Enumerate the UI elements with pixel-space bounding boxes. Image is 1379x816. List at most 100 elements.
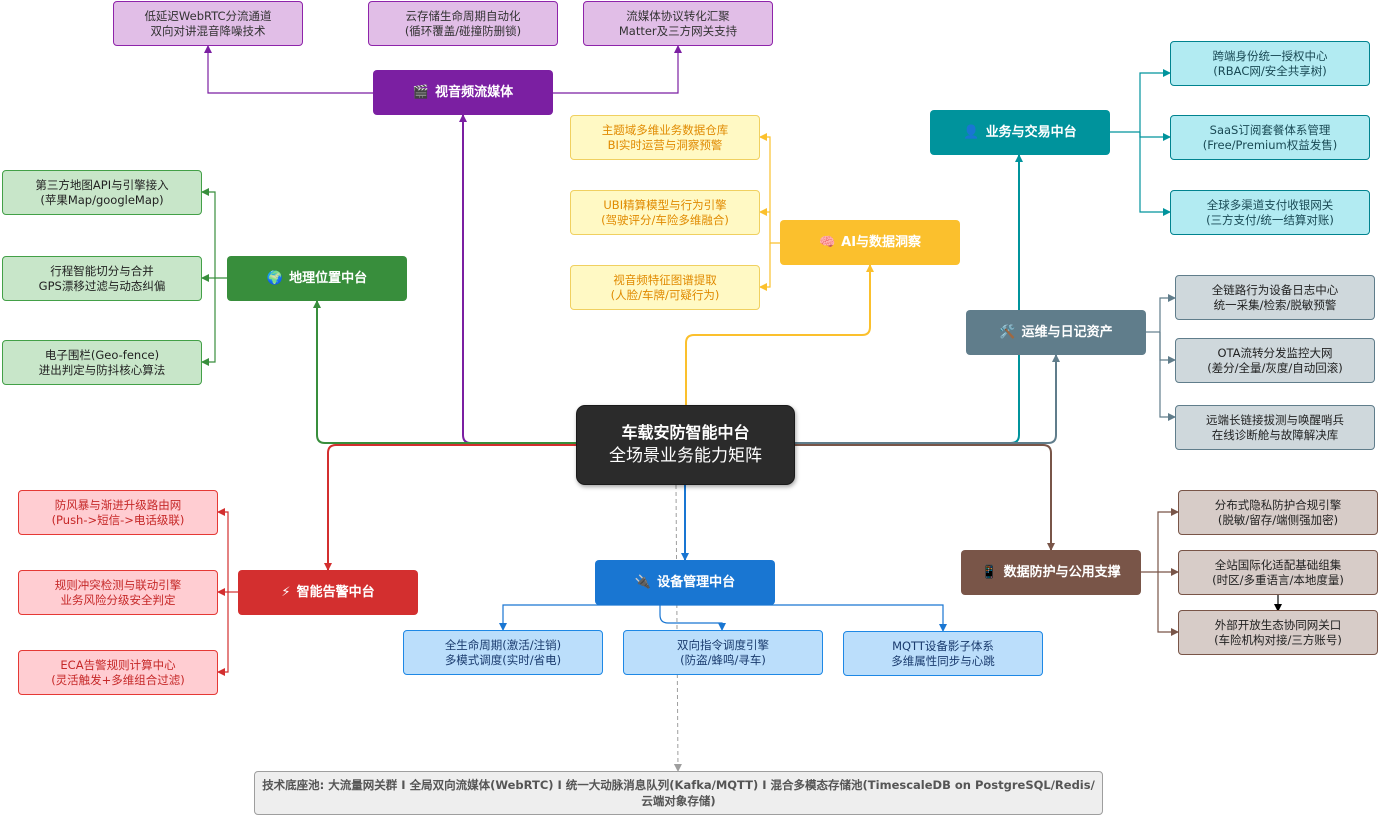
leaf-line: 全生命周期(激活/注销) <box>444 637 562 652</box>
leaf-line: MQTT设备影子体系 <box>892 638 994 653</box>
leaf-line: 主题域多维业务数据仓库 <box>601 122 729 137</box>
leaf-line: 规则冲突检测与联动引擎 <box>54 577 182 592</box>
clapperboard-icon: 🎬 <box>412 85 430 100</box>
edge-ops-leaf-1 <box>1159 294 1176 332</box>
leaf-media-cloud-storage[interactable]: 云存储生命周期自动化(循环覆盖/碰撞防删锁) <box>368 1 558 46</box>
leaf-protect-privacy[interactable]: 分布式隐私防护合规引擎(脱敏/留存/端侧强加密) <box>1178 490 1378 535</box>
edge-device-leaf-1 <box>499 604 660 631</box>
leaf-alarm-routing[interactable]: 防风暴与渐进升级路由网(Push->短信->电话级联) <box>18 490 218 535</box>
leaf-alarm-eca[interactable]: ECA告警规则计算中心(灵活触发+多维组合过滤) <box>18 650 218 695</box>
leaf-line: (差分/全量/灰度/自动回滚) <box>1207 360 1343 375</box>
leaf-line: UBI精算模型与行为引擎 <box>603 197 727 212</box>
leaf-line: 低延迟WebRTC分流通道 <box>144 8 272 23</box>
leaf-line: BI实时运营与洞察预警 <box>607 137 723 152</box>
hub-data-protection[interactable]: 📱 数据防护与公用支撑 <box>961 550 1141 595</box>
leaf-device-lifecycle[interactable]: 全生命周期(激活/注销)多模式调度(实时/省电) <box>403 630 603 675</box>
hub-device-management[interactable]: 🔌 设备管理中台 <box>595 560 775 605</box>
leaf-geo-map-api[interactable]: 第三方地图API与引擎接入(苹果Map/googleMap) <box>2 170 202 215</box>
leaf-line: 全球多渠道支付收银网关 <box>1206 197 1334 212</box>
leaf-media-webrtc[interactable]: 低延迟WebRTC分流通道双向对讲混音降噪技术 <box>113 1 303 46</box>
edge-center-to-alarm <box>324 444 576 571</box>
leaf-line: (苹果Map/googleMap) <box>40 192 164 207</box>
leaf-alarm-conflict[interactable]: 规则冲突检测与联动引擎业务风险分级安全判定 <box>18 570 218 615</box>
leaf-protect-i18n[interactable]: 全站国际化适配基础组集(时区/多重语言/本地度量) <box>1178 550 1378 595</box>
leaf-line: 多维属性同步与心跳 <box>891 653 995 668</box>
mobile-phone-icon: 📱 <box>981 565 998 580</box>
user-icon: 👤 <box>963 125 980 140</box>
leaf-geo-fence[interactable]: 电子围栏(Geo-fence)进出判定与防抖核心算法 <box>2 340 202 385</box>
edge-biz-leaf-2 <box>1139 132 1171 141</box>
leaf-protect-open-gateway[interactable]: 外部开放生态协同网关口(车险机构对接/三方账号) <box>1178 610 1378 655</box>
hub-ai-data[interactable]: 🧠AI与数据洞察 <box>780 220 960 265</box>
edge-center-to-footer <box>673 484 682 772</box>
hub-geo-label: 地理位置中台 <box>289 271 368 286</box>
edge-protect-leaf-3 <box>1157 572 1179 636</box>
hub-business-transaction[interactable]: 👤业务与交易中台 <box>930 110 1110 155</box>
leaf-line: (灵活触发+多维组合过滤) <box>51 672 185 687</box>
brain-icon: 🧠 <box>818 235 836 250</box>
leaf-line: 双向指令调度引擎 <box>677 637 769 652</box>
leaf-line: (Free/Premium权益发售) <box>1202 137 1338 152</box>
hub-protect-label: 数据防护与公用支撑 <box>1003 565 1121 580</box>
lightning-icon: ⚡ <box>281 585 291 600</box>
leaf-line: 进出判定与防抖核心算法 <box>38 362 166 377</box>
leaf-ops-ota[interactable]: OTA流转分发监控大网(差分/全量/灰度/自动回滚) <box>1175 338 1375 383</box>
leaf-ops-log-center[interactable]: 全链路行为设备日志中心统一采集/检索/脱敏预警 <box>1175 275 1375 320</box>
edge-center-to-media <box>459 114 576 444</box>
leaf-line: 统一采集/检索/脱敏预警 <box>1213 297 1337 312</box>
hub-ops-logs[interactable]: 🛠️运维与日记资产 <box>966 310 1146 355</box>
tools-icon: 🛠️ <box>999 325 1016 340</box>
leaf-line: 双向对讲混音降噪技术 <box>150 23 266 38</box>
leaf-line: 行程智能切分与合并 <box>50 263 154 278</box>
leaf-line: 云存储生命周期自动化 <box>405 8 521 23</box>
central-topic-subtitle: 全场景业务能力矩阵 <box>609 446 762 466</box>
leaf-line: (RBAC网/安全共享树) <box>1213 63 1327 78</box>
leaf-ai-ubi-model[interactable]: UBI精算模型与行为引擎(驾驶评分/车险多维融合) <box>570 190 760 235</box>
leaf-line: 视音频特征图谱提取 <box>613 272 717 287</box>
hub-geo-location[interactable]: 🌍 地理位置中台 <box>227 256 407 301</box>
leaf-line: (人脸/车牌/可疑行为) <box>610 287 720 302</box>
globe-icon: 🌍 <box>266 271 284 286</box>
edge-geo-leaf-3 <box>201 278 216 366</box>
leaf-line: ECA告警规则计算中心 <box>60 657 176 672</box>
leaf-line: GPS漂移过滤与动态纠偏 <box>38 278 166 293</box>
tech-foundation-footer[interactable]: 技术底座池: 大流量网关群 I 全局双向流媒体(WebRTC) I 统一大动脉消… <box>254 771 1103 815</box>
leaf-line: 远端长链接拔测与唤醒哨兵 <box>1206 412 1344 427</box>
edge-device-leaf-2 <box>659 605 726 631</box>
leaf-ops-diagnostics[interactable]: 远端长链接拔测与唤醒哨兵在线诊断舱与故障解决库 <box>1175 405 1375 450</box>
plug-icon: 🔌 <box>634 575 652 590</box>
leaf-line: 在线诊断舱与故障解决库 <box>1211 427 1339 442</box>
leaf-ai-feature-graph[interactable]: 视音频特征图谱提取(人脸/车牌/可疑行为) <box>570 265 760 310</box>
hub-alarm-label: 智能告警中台 <box>296 585 375 600</box>
edge-biz-leaf-3 <box>1139 132 1171 216</box>
central-topic-node[interactable]: 车载安防智能中台 全场景业务能力矩阵 <box>576 405 795 485</box>
leaf-biz-identity[interactable]: 跨端身份统一授权中心(RBAC网/安全共享树) <box>1170 41 1370 86</box>
edge-ai-leaf-3 <box>759 243 771 291</box>
leaf-line: 全站国际化适配基础组集 <box>1214 557 1342 572</box>
leaf-line: (防盗/蜂鸣/寻车) <box>680 652 766 667</box>
hub-smart-alarm[interactable]: ⚡ 智能告警中台 <box>238 570 418 615</box>
edge-media-leaf-1 <box>204 45 373 94</box>
central-topic-title: 车载安防智能中台 <box>621 423 750 442</box>
hub-media-label: 视音频流媒体 <box>435 85 514 100</box>
leaf-device-command[interactable]: 双向指令调度引擎(防盗/蜂鸣/寻车) <box>623 630 823 675</box>
leaf-line: (车险机构对接/三方账号) <box>1214 632 1342 647</box>
leaf-device-mqtt-shadow[interactable]: MQTT设备影子体系多维属性同步与心跳 <box>843 631 1043 676</box>
edge-alarm-leaf-3 <box>217 592 229 676</box>
leaf-biz-saas[interactable]: SaaS订阅套餐体系管理(Free/Premium权益发售) <box>1170 115 1370 160</box>
leaf-line: (时区/多重语言/本地度量) <box>1212 572 1344 587</box>
leaf-line: (Push->短信->电话级联) <box>51 512 185 527</box>
edge-ops-leaf-3 <box>1159 332 1176 421</box>
leaf-line: SaaS订阅套餐体系管理 <box>1209 122 1331 137</box>
hub-device-label: 设备管理中台 <box>657 575 736 590</box>
leaf-biz-payment[interactable]: 全球多渠道支付收银网关(三方支付/统一结算对账) <box>1170 190 1370 235</box>
edge-center-to-geo <box>313 300 576 444</box>
hub-media-streaming[interactable]: 🎬 视音频流媒体 <box>373 70 553 115</box>
leaf-line: (脱敏/留存/端侧强加密) <box>1217 512 1339 527</box>
leaf-line: 防风暴与渐进升级路由网 <box>54 497 182 512</box>
